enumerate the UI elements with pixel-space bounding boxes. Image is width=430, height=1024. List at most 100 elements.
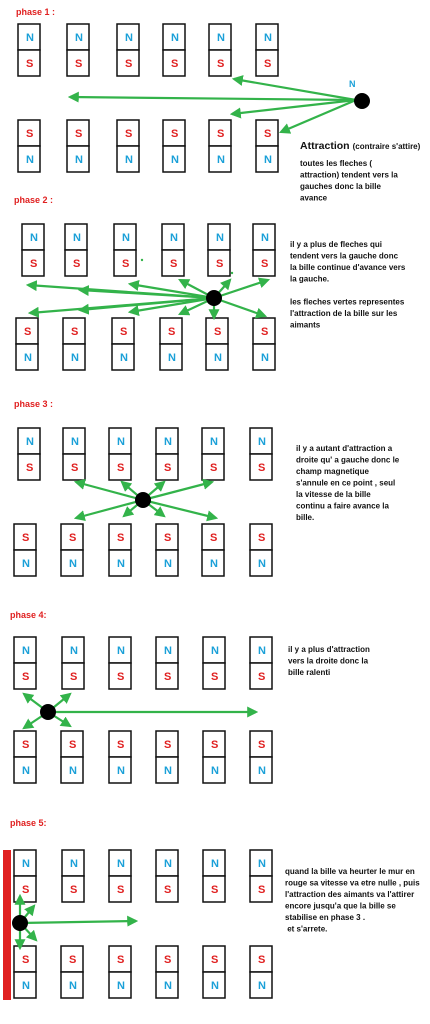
south-pole-cell xyxy=(108,662,132,690)
south-pole-cell xyxy=(249,875,273,903)
south-pole-cell xyxy=(155,662,179,690)
note-line: vers la droite donc la xyxy=(288,657,369,666)
magnet: SN xyxy=(155,945,179,999)
magnet: NS xyxy=(108,427,132,481)
magnet: SN xyxy=(60,945,84,999)
south-pole-cell xyxy=(161,249,185,277)
note-line: champ magnetique xyxy=(296,467,369,476)
note-line: les fleches vertes representes xyxy=(290,298,405,307)
north-pole-cell xyxy=(13,756,37,784)
north-pole-letter: N xyxy=(211,765,219,777)
south-pole-cell xyxy=(61,662,85,690)
north-pole-letter: N xyxy=(26,32,34,44)
south-pole-letter: S xyxy=(168,326,175,338)
south-pole-cell xyxy=(17,49,41,77)
south-pole-cell xyxy=(202,662,226,690)
magnet: NS xyxy=(64,223,88,277)
north-pole-cell xyxy=(162,145,186,173)
south-pole-letter: S xyxy=(164,671,171,683)
north-pole-letter: N xyxy=(22,765,30,777)
stray-dot xyxy=(140,258,144,262)
magnet: SN xyxy=(108,523,132,577)
south-pole-letter: S xyxy=(69,954,76,966)
attraction-arrow xyxy=(19,915,139,927)
south-pole-letter: S xyxy=(26,128,33,140)
magnet: NS xyxy=(66,23,90,77)
phase-4-label: phase 4: xyxy=(10,610,47,620)
attraction-arrow xyxy=(67,91,357,103)
north-pole-cell xyxy=(60,971,84,999)
north-pole-cell xyxy=(116,145,140,173)
south-pole-letter: S xyxy=(69,532,76,544)
south-pole-letter: S xyxy=(24,326,31,338)
south-pole-letter: S xyxy=(164,532,171,544)
south-pole-cell xyxy=(207,249,231,277)
note-line: droite qu' a gauche donc le xyxy=(296,456,400,465)
north-pole-letter: N xyxy=(164,558,172,570)
south-pole-letter: S xyxy=(261,258,268,270)
south-pole-letter: S xyxy=(22,954,29,966)
magnet: NS xyxy=(116,23,140,77)
note-line: l'attraction des aimants va l'attirer xyxy=(285,890,414,899)
south-pole-cell xyxy=(202,875,226,903)
south-pole-cell xyxy=(13,662,37,690)
south-pole-letter: S xyxy=(210,462,217,474)
north-pole-letter: N xyxy=(171,32,179,44)
south-pole-cell xyxy=(108,875,132,903)
note-line: la gauche. xyxy=(290,275,329,284)
magnet: SN xyxy=(205,317,229,371)
attraction-arrow xyxy=(213,277,271,300)
magnet: SN xyxy=(111,317,135,371)
north-pole-letter: N xyxy=(164,980,172,992)
south-pole-letter: S xyxy=(171,58,178,70)
north-pole-letter: N xyxy=(22,558,30,570)
south-pole-letter: S xyxy=(258,954,265,966)
north-pole-letter: N xyxy=(73,232,81,244)
magnet: SN xyxy=(202,730,226,784)
attraction-arrow xyxy=(73,478,144,502)
north-pole-letter: N xyxy=(30,232,38,244)
south-pole-cell xyxy=(61,875,85,903)
south-pole-letter: S xyxy=(264,58,271,70)
north-pole-letter: N xyxy=(258,436,266,448)
north-pole-letter: N xyxy=(258,858,266,870)
magnet: SN xyxy=(252,317,276,371)
south-pole-letter: S xyxy=(261,326,268,338)
magnet: SN xyxy=(249,945,273,999)
magnet: NS xyxy=(207,223,231,277)
magnet: NS xyxy=(62,427,86,481)
north-pole-letter: N xyxy=(24,352,32,364)
south-pole-letter: S xyxy=(70,671,77,683)
north-pole-letter: N xyxy=(70,858,78,870)
magnet: NS xyxy=(155,636,179,690)
south-pole-letter: S xyxy=(211,884,218,896)
ball xyxy=(40,704,56,720)
north-pole-letter: N xyxy=(217,154,225,166)
ball xyxy=(135,492,151,508)
magnet: SN xyxy=(17,119,41,173)
north-pole-letter: N xyxy=(75,154,83,166)
phase-1-label: phase 1 : xyxy=(16,7,55,17)
south-pole-letter: S xyxy=(214,326,221,338)
south-pole-letter: S xyxy=(211,739,218,751)
note-line: avance xyxy=(300,194,328,203)
magnet: NS xyxy=(249,849,273,903)
south-pole-letter: S xyxy=(258,739,265,751)
north-pole-cell xyxy=(202,971,226,999)
note-line: quand la bille va heurter le mur en xyxy=(285,867,415,876)
south-pole-cell xyxy=(17,453,41,481)
attraction-arrow xyxy=(127,280,215,300)
south-pole-cell xyxy=(249,453,273,481)
red-wall xyxy=(3,850,11,1000)
note-line: stabilise en phase 3 . xyxy=(285,913,365,922)
north-pole-letter: N xyxy=(258,558,266,570)
north-pole-letter: N xyxy=(117,980,125,992)
ball xyxy=(354,93,370,109)
magnet: NS xyxy=(249,636,273,690)
